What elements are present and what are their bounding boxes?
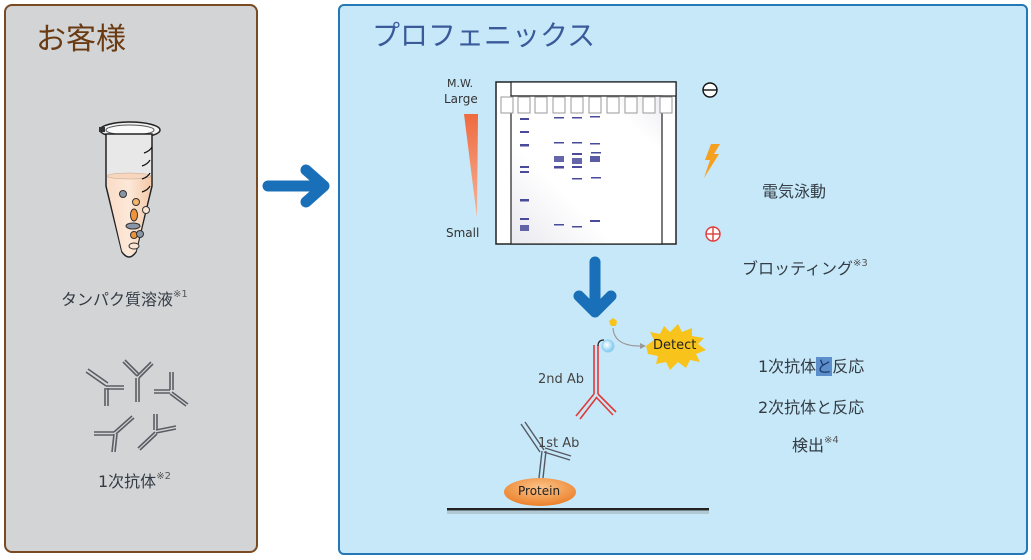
step-secondary-text: 2次抗体と反応 — [758, 398, 865, 417]
antibodies-icon — [85, 359, 189, 453]
gel-wells — [500, 96, 673, 114]
detect-label: Detect — [653, 338, 697, 353]
microtube-icon — [99, 121, 161, 258]
electrophoresis-gel — [447, 81, 721, 514]
minus-circle-icon — [702, 82, 718, 98]
protein-blob — [504, 478, 576, 506]
step-blotting: ブロッティング※3 — [742, 255, 868, 279]
mw-gradient-wedge — [464, 114, 478, 218]
footnote-2: ※2 — [156, 470, 171, 482]
arrow-right-icon — [262, 164, 330, 208]
prophenix-panel: プロフェニックス — [338, 4, 1028, 555]
footnote-3: ※3 — [853, 257, 868, 269]
arrow-down-icon — [573, 256, 617, 318]
customer-panel-title: お客様 — [36, 22, 126, 57]
large-label: Large — [444, 92, 478, 106]
step-electrophoresis-text: 電気泳動 — [762, 182, 827, 201]
detect-burst — [646, 324, 706, 370]
first-antibody — [520, 421, 572, 479]
gel-plate — [510, 95, 663, 245]
lightning-icon — [704, 144, 720, 178]
small-label: Small — [446, 226, 480, 240]
step-detection-text: 検出 — [792, 436, 825, 455]
protein-label: Protein — [518, 484, 561, 498]
step-primary-text-a: 1次抗体 — [758, 357, 817, 376]
primary-antibody-text: 1次抗体 — [98, 472, 157, 491]
step-electrophoresis: 電気泳動 — [762, 178, 826, 202]
step-detection: 検出※4 — [792, 432, 839, 456]
prophenix-panel-title: プロフェニックス — [372, 19, 596, 52]
step-secondary-reaction: 2次抗体と反応 — [758, 394, 864, 418]
step-primary-text-b: 反応 — [832, 357, 865, 376]
step-primary-reaction: 1次抗体と反応 — [758, 353, 864, 377]
substrate-icon — [609, 318, 617, 326]
customer-panel: お客様 タンパク質溶液※1 — [4, 4, 258, 553]
footnote-1: ※1 — [173, 288, 188, 300]
footnote-4: ※4 — [824, 434, 839, 446]
plus-circle-icon — [705, 226, 721, 242]
primary-antibody-label: 1次抗体※2 — [98, 468, 171, 492]
membrane — [447, 508, 709, 511]
mw-label: M.W. — [447, 77, 474, 90]
gel-bands — [520, 116, 601, 231]
protein-solution-text: タンパク質溶液 — [61, 290, 174, 309]
step-blotting-text: ブロッティング — [742, 259, 854, 278]
protein-solution-label: タンパク質溶液※1 — [61, 286, 188, 310]
enzyme-icon — [601, 339, 615, 353]
second-antibody — [575, 345, 617, 420]
step-primary-highlight: と — [816, 357, 833, 376]
second-ab-label: 2nd Ab — [538, 372, 585, 387]
first-ab-label: 1st Ab — [538, 436, 580, 451]
